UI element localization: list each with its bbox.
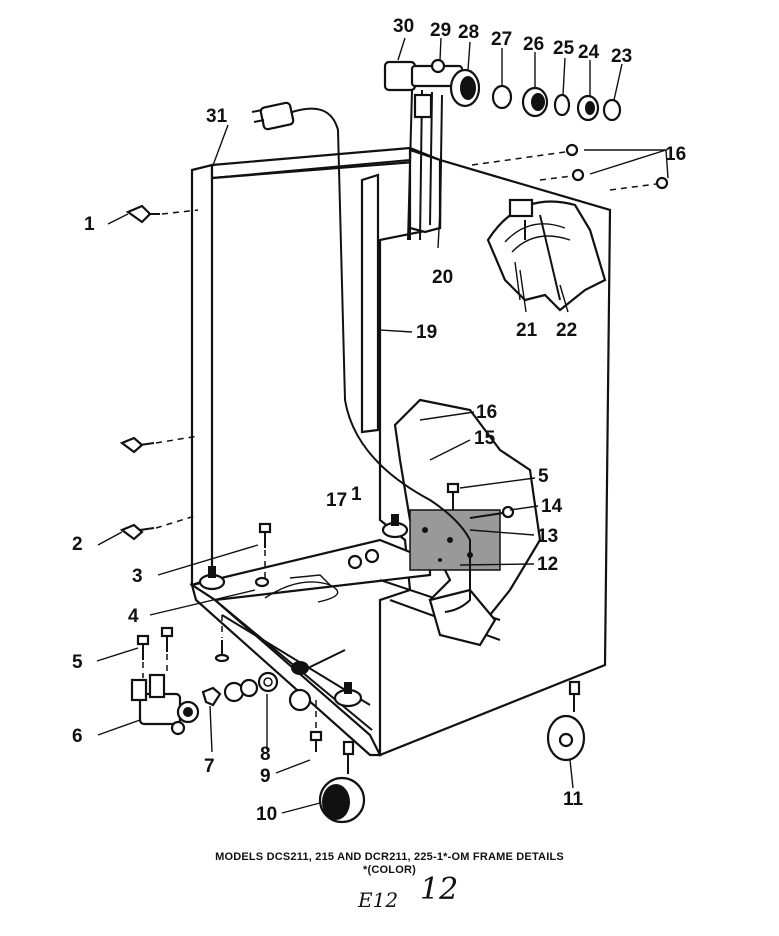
callout-13: 13 (537, 526, 558, 547)
callout-1-mid: 1 (351, 484, 362, 505)
callout-3: 3 (132, 566, 143, 587)
callout-21: 21 (516, 320, 538, 341)
handwritten-note: E12 (358, 888, 399, 912)
callout-7: 7 (204, 756, 215, 777)
callout-25: 25 (553, 38, 575, 59)
callout-15: 15 (474, 428, 496, 449)
water-valve (130, 626, 279, 736)
diagram-caption-note: *(COLOR) (363, 864, 416, 876)
callout-6: 6 (72, 726, 83, 747)
callout-26: 26 (523, 34, 544, 55)
callout-24: 24 (578, 42, 600, 63)
cutaway-top-right (486, 198, 607, 312)
fasteners (119, 143, 669, 752)
callout-16-top: 16 (665, 144, 686, 165)
callout-1-top: 1 (84, 214, 95, 235)
callout-19: 19 (416, 322, 437, 343)
callout-17: 17 (326, 490, 347, 511)
callout-29: 29 (430, 20, 451, 41)
callout-22: 22 (556, 320, 577, 341)
callout-11: 11 (563, 789, 584, 810)
handwritten-page-number: 12 (420, 872, 459, 907)
callout-numbers: 30 29 28 27 26 25 24 23 31 16 1 20 21 22… (72, 16, 686, 825)
callout-14: 14 (541, 496, 563, 517)
diagram-caption: MODELS DCS211, 215 AND DCR211, 225-1*-OM… (215, 851, 564, 863)
callout-8: 8 (260, 744, 271, 765)
power-cord (251, 101, 471, 613)
callout-31: 31 (206, 106, 228, 127)
callout-16-mid: 16 (476, 402, 497, 423)
base-wiring (264, 574, 346, 712)
callout-9: 9 (260, 766, 271, 787)
leader-lines (96, 37, 669, 814)
callout-10: 10 (256, 804, 277, 825)
callout-5-top: 5 (538, 466, 549, 487)
callout-28: 28 (458, 22, 479, 43)
callout-23: 23 (611, 46, 632, 67)
casters (318, 680, 586, 824)
callout-27: 27 (491, 29, 512, 50)
leveling-feet (198, 514, 409, 708)
callout-4: 4 (128, 606, 139, 627)
callout-20: 20 (432, 267, 453, 288)
callout-5-bottom: 5 (72, 652, 83, 673)
callout-30: 30 (393, 16, 414, 37)
callout-12: 12 (537, 554, 558, 575)
callout-2: 2 (72, 534, 83, 555)
drive-shaft-assembly (383, 58, 622, 241)
